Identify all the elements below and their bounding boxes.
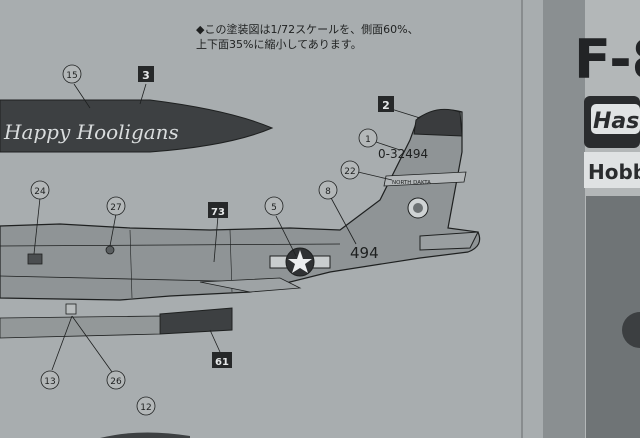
lower-view-partial xyxy=(100,432,190,438)
callout-26 xyxy=(106,370,126,390)
marking-plate-13 xyxy=(65,303,77,315)
marking-plate-24 xyxy=(27,253,43,265)
callout-24 xyxy=(30,180,50,200)
callout-5-label: 5 xyxy=(271,203,277,213)
color-code-2-label: 2 xyxy=(382,99,390,112)
color-code-3 xyxy=(138,66,154,82)
tail-state-band xyxy=(383,171,467,187)
paper-sheet xyxy=(0,0,545,438)
marking-dot-27 xyxy=(105,245,115,255)
color-code-61 xyxy=(212,352,232,368)
color-code-3-label: 3 xyxy=(142,69,150,82)
callout-22-label: 22 xyxy=(344,167,355,177)
tail-band-text: NORTH DAKTA xyxy=(392,180,431,186)
callout-5 xyxy=(264,196,284,216)
tail-serial-text: 0-32494 xyxy=(378,147,428,161)
insignia-star-icon xyxy=(288,250,312,273)
panel-line-upper xyxy=(0,243,341,247)
callout-12 xyxy=(136,396,156,416)
callout-15-label: 15 xyxy=(66,71,77,81)
callout-1-label: 1 xyxy=(365,135,371,145)
scale-note-line-1: ◆この塗装図は1/72スケールを、側面60%、 xyxy=(196,23,419,36)
wing-root-fairing xyxy=(199,277,302,293)
callout-12-label: 12 xyxy=(140,403,151,413)
scale-note: ◆この塗装図は1/72スケールを、側面60%、 上下面35%に縮小してあります。 xyxy=(196,22,419,52)
callout-26-label: 26 xyxy=(110,377,122,387)
callout-27-label: 27 xyxy=(110,203,121,213)
color-codes: 3 2 73 61 xyxy=(138,66,394,368)
callout-13 xyxy=(40,370,60,390)
tank-script-text: Happy Hooligans xyxy=(3,120,179,144)
color-code-2 xyxy=(378,96,394,112)
box-art-detail xyxy=(622,312,640,348)
leader-lines xyxy=(33,83,421,373)
drop-tank-drawing xyxy=(0,99,274,153)
box-title-partial: F-8 xyxy=(574,28,640,91)
panel-seam-1 xyxy=(129,229,133,299)
brand-sub-text: Hobb xyxy=(588,160,640,184)
callout-27 xyxy=(106,196,126,216)
callout-8-label: 8 xyxy=(325,187,331,197)
buzz-number-text: 494 xyxy=(350,244,379,262)
callouts: 15 1 22 8 5 24 27 13 26 12 xyxy=(30,64,378,416)
tail-cap-paint xyxy=(413,108,463,137)
color-code-73 xyxy=(208,202,228,218)
color-code-73-label: 73 xyxy=(211,207,225,218)
callout-13-label: 13 xyxy=(44,377,55,387)
callout-22 xyxy=(340,160,360,180)
horizontal-stabilizer xyxy=(419,231,479,251)
brand-sub-plate xyxy=(584,152,640,188)
callout-24-label: 24 xyxy=(34,187,46,197)
brand-logo-text: Has xyxy=(593,109,639,134)
tail-emblem-center xyxy=(413,203,423,213)
callout-8 xyxy=(318,180,338,200)
scale-note-line-2: 上下面35%に縮小してあります。 xyxy=(196,38,362,51)
color-code-61-label: 61 xyxy=(215,357,229,368)
callout-1 xyxy=(358,128,378,148)
callout-15 xyxy=(62,64,82,84)
brand-logo-plate xyxy=(591,104,640,134)
